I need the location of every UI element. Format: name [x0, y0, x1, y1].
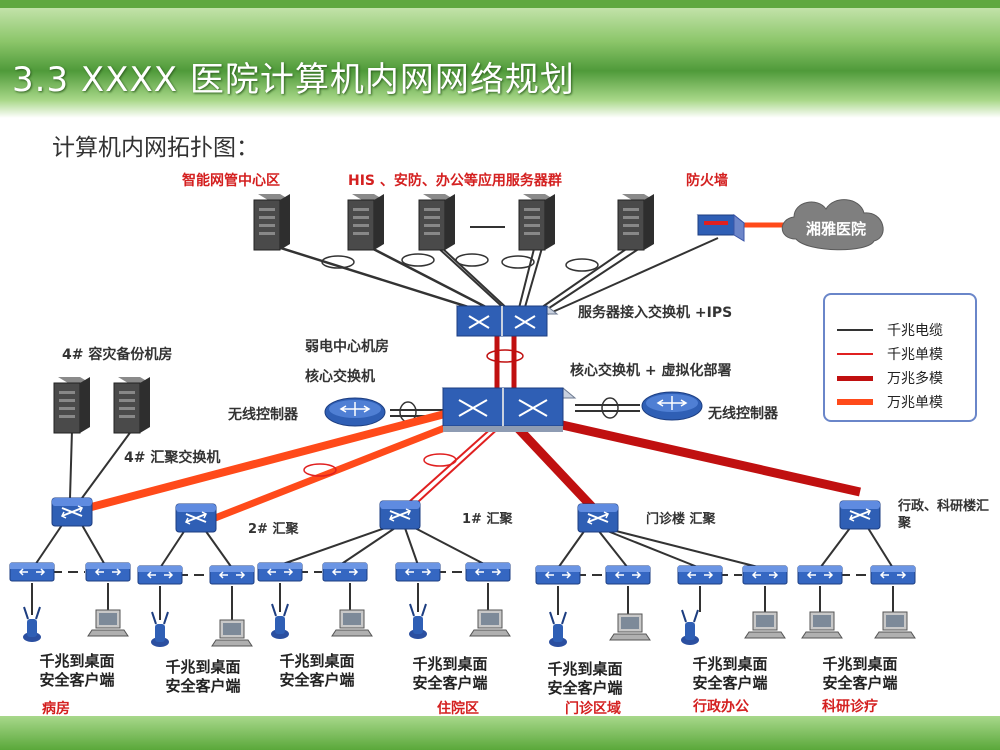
agg2-label: 2# 汇聚	[248, 522, 299, 537]
core-wlc-right-link	[575, 404, 640, 412]
core-agg2-link	[208, 414, 472, 524]
legend-item: 万兆单模	[837, 392, 973, 412]
legend-swatch	[837, 329, 873, 331]
client-caption: 千兆到桌面安全客户端	[279, 652, 355, 689]
core-agg1-link-a	[399, 424, 496, 511]
external-hospital-label: 湘雅医院	[806, 220, 867, 238]
server-group-label: HIS 、安防、办公等应用服务器群	[348, 173, 562, 189]
core-clinic-link	[511, 421, 599, 514]
link-type-legend: 千兆电缆 千兆单模 万兆多模 万兆单模	[823, 293, 977, 422]
client-caption: 千兆到桌面安全客户端	[822, 655, 898, 692]
legend-item: 千兆电缆	[837, 320, 973, 340]
app-server-icon	[347, 193, 385, 251]
firewall-icon	[696, 213, 746, 242]
core-switch-icon	[441, 387, 577, 432]
wireless-controller-icon	[324, 397, 386, 427]
cloud-icon	[781, 199, 884, 251]
diagram-subtitle: 计算机内网拓扑图：	[52, 135, 259, 161]
app-server-icon	[617, 193, 655, 251]
legend-swatch	[837, 375, 873, 381]
server-links	[271, 237, 719, 315]
zone-label-inpatient: 住院区	[437, 701, 479, 717]
agg-access-links	[34, 524, 894, 569]
link-bundle-rings	[321, 253, 599, 272]
admin-agg-switch-icon	[839, 500, 881, 530]
desktop-pc-icons	[87, 609, 916, 647]
wireless-controller-icon	[641, 391, 703, 421]
access-switch-icons	[9, 562, 916, 585]
zone-label-outpatient: 门诊区域	[565, 701, 621, 717]
agg4-switch-icon	[51, 497, 93, 527]
server-switch-label: 服务器接入交换机 +IPS	[578, 305, 733, 321]
client-caption: 千兆到桌面安全客户端	[165, 658, 241, 695]
admin-agg-label: 行政、科研楼汇聚	[898, 499, 990, 531]
backup-server-icon	[113, 376, 151, 434]
footer-banner	[0, 716, 1000, 750]
client-caption: 千兆到桌面安全客户端	[547, 660, 623, 697]
legend-item: 千兆单模	[837, 344, 973, 364]
nms-server-icon	[253, 193, 291, 251]
core-agg1-link-b	[406, 424, 503, 513]
server-switch-icon	[455, 305, 559, 337]
app-server-icon	[518, 193, 556, 251]
agg1-switch-icon	[379, 500, 421, 530]
agg4-label: 4# 汇聚交换机	[124, 450, 221, 466]
title-banner-strip	[0, 0, 1000, 8]
clinic-agg-switch-icon	[577, 503, 619, 533]
backup-agg4-links	[69, 429, 133, 499]
nms-zone-label: 智能网管中心区	[182, 173, 280, 189]
core-switch-virtual-label: 核心交换机 + 虚拟化部署	[570, 363, 732, 379]
title-banner	[0, 0, 1000, 118]
agg2-switch-icon	[175, 503, 217, 533]
client-caption: 千兆到桌面安全客户端	[412, 655, 488, 692]
zone-label-admin-office: 行政办公	[693, 699, 749, 715]
legend-swatch	[837, 399, 873, 405]
app-server-icon	[418, 193, 456, 251]
backup-room-label: 4# 容灾备份机房	[62, 347, 173, 363]
page-title: 3.3 XXXX 医院计算机内网网络规划	[12, 60, 575, 100]
firewall-label: 防火墙	[686, 173, 728, 189]
core-admin-link	[539, 415, 861, 497]
wlc-left-label: 无线控制器	[228, 407, 298, 423]
wlc-right-label: 无线控制器	[708, 406, 778, 422]
core-agg4-link	[78, 406, 462, 514]
client-caption: 千兆到桌面安全客户端	[692, 655, 768, 692]
legend-swatch	[837, 353, 873, 355]
agg1-label: 1# 汇聚	[462, 512, 513, 527]
access-endpoint-links	[31, 583, 894, 620]
core-switch-label: 核心交换机	[305, 369, 375, 385]
client-caption: 千兆到桌面安全客户端	[39, 652, 115, 689]
clinic-agg-label: 门诊楼 汇聚	[646, 512, 716, 527]
zone-label-ward: 病房	[42, 701, 70, 717]
zone-label-research: 科研诊疗	[822, 699, 878, 715]
server-core-link	[494, 335, 517, 395]
backup-server-icon	[53, 376, 91, 434]
weak-room-label: 弱电中心机房	[305, 339, 389, 355]
legend-item: 万兆多模	[837, 368, 973, 388]
